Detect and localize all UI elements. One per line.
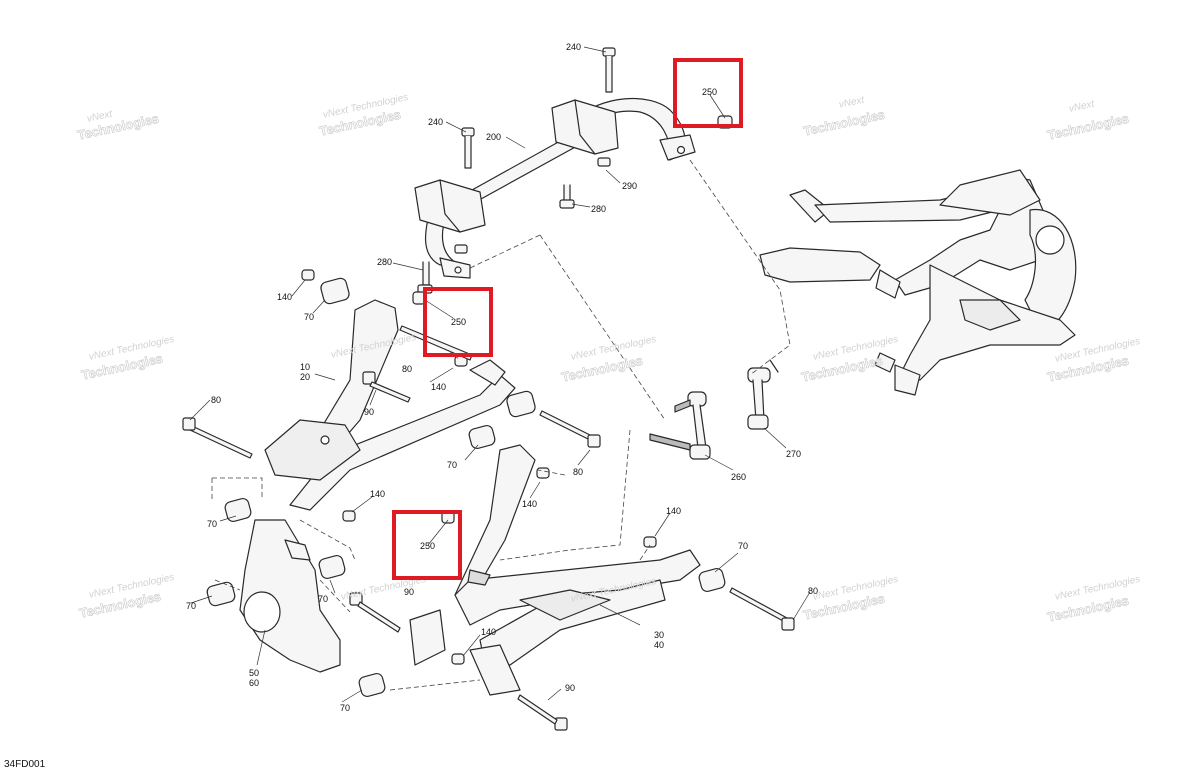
highlight-box-250-mid <box>423 287 493 357</box>
callout-70-e: 70 <box>186 601 197 611</box>
callout-240-mid: 240 <box>428 117 444 127</box>
callout-280-left: 280 <box>377 257 393 267</box>
bushing-70 <box>206 277 726 698</box>
bolt-90 <box>349 371 568 731</box>
callout-70-c: 70 <box>207 519 218 529</box>
callout-30-40: 30 40 <box>654 630 665 650</box>
callout-140-b: 140 <box>431 382 447 392</box>
bar-bracket-left <box>414 179 486 254</box>
bolt-240-top <box>602 47 616 93</box>
lower-a-arm <box>409 444 701 696</box>
callout-260: 260 <box>731 472 747 482</box>
link-rod-270 <box>747 359 779 430</box>
callout-140-e: 140 <box>666 506 682 516</box>
callout-50-60: 50 60 <box>249 668 260 688</box>
callout-70-a: 70 <box>304 312 315 322</box>
callout-10-20: 10 20 <box>300 362 311 382</box>
callout-70-d: 70 <box>318 594 329 604</box>
callout-270: 270 <box>786 449 802 459</box>
callout-140-a: 140 <box>277 292 293 302</box>
callout-200: 200 <box>486 132 502 142</box>
callout-240-top: 240 <box>566 42 582 52</box>
callout-70-g: 70 <box>738 541 749 551</box>
knuckle <box>239 519 341 673</box>
callout-70-f: 70 <box>340 703 351 713</box>
callout-290: 290 <box>622 181 638 191</box>
callout-80-c: 80 <box>573 467 584 477</box>
bolt-280-right <box>559 184 575 209</box>
callout-140-c: 140 <box>370 489 386 499</box>
highlight-label-250-top: 250 <box>702 87 718 97</box>
drawing-code: 34FD001 <box>4 759 46 770</box>
highlight-box-250-bottom <box>392 510 462 580</box>
leader-lines <box>189 46 811 703</box>
callout-90-a: 90 <box>364 407 375 417</box>
highlight-box-250-top <box>673 58 743 128</box>
callout-140-f: 140 <box>481 627 497 637</box>
callout-140-d: 140 <box>522 499 538 509</box>
nut-140 <box>301 269 657 665</box>
bolt-240-mid <box>461 127 475 169</box>
callout-90-c: 90 <box>565 683 576 693</box>
link-rod-260 <box>649 391 711 460</box>
callout-80-a: 80 <box>402 364 413 374</box>
highlight-label-250-mid: 250 <box>451 317 467 327</box>
callout-70-b: 70 <box>447 460 458 470</box>
callout-80-d: 80 <box>808 586 819 596</box>
callout-280-right: 280 <box>591 204 607 214</box>
upper-a-arm <box>264 299 516 511</box>
callout-80-b: 80 <box>211 395 222 405</box>
assembly-lines <box>211 159 791 691</box>
bar-bracket-right <box>551 99 619 167</box>
callout-90-b: 90 <box>404 587 415 597</box>
suspension-frame-assembly <box>759 169 1077 396</box>
highlight-label-250-bottom: 250 <box>420 541 436 551</box>
